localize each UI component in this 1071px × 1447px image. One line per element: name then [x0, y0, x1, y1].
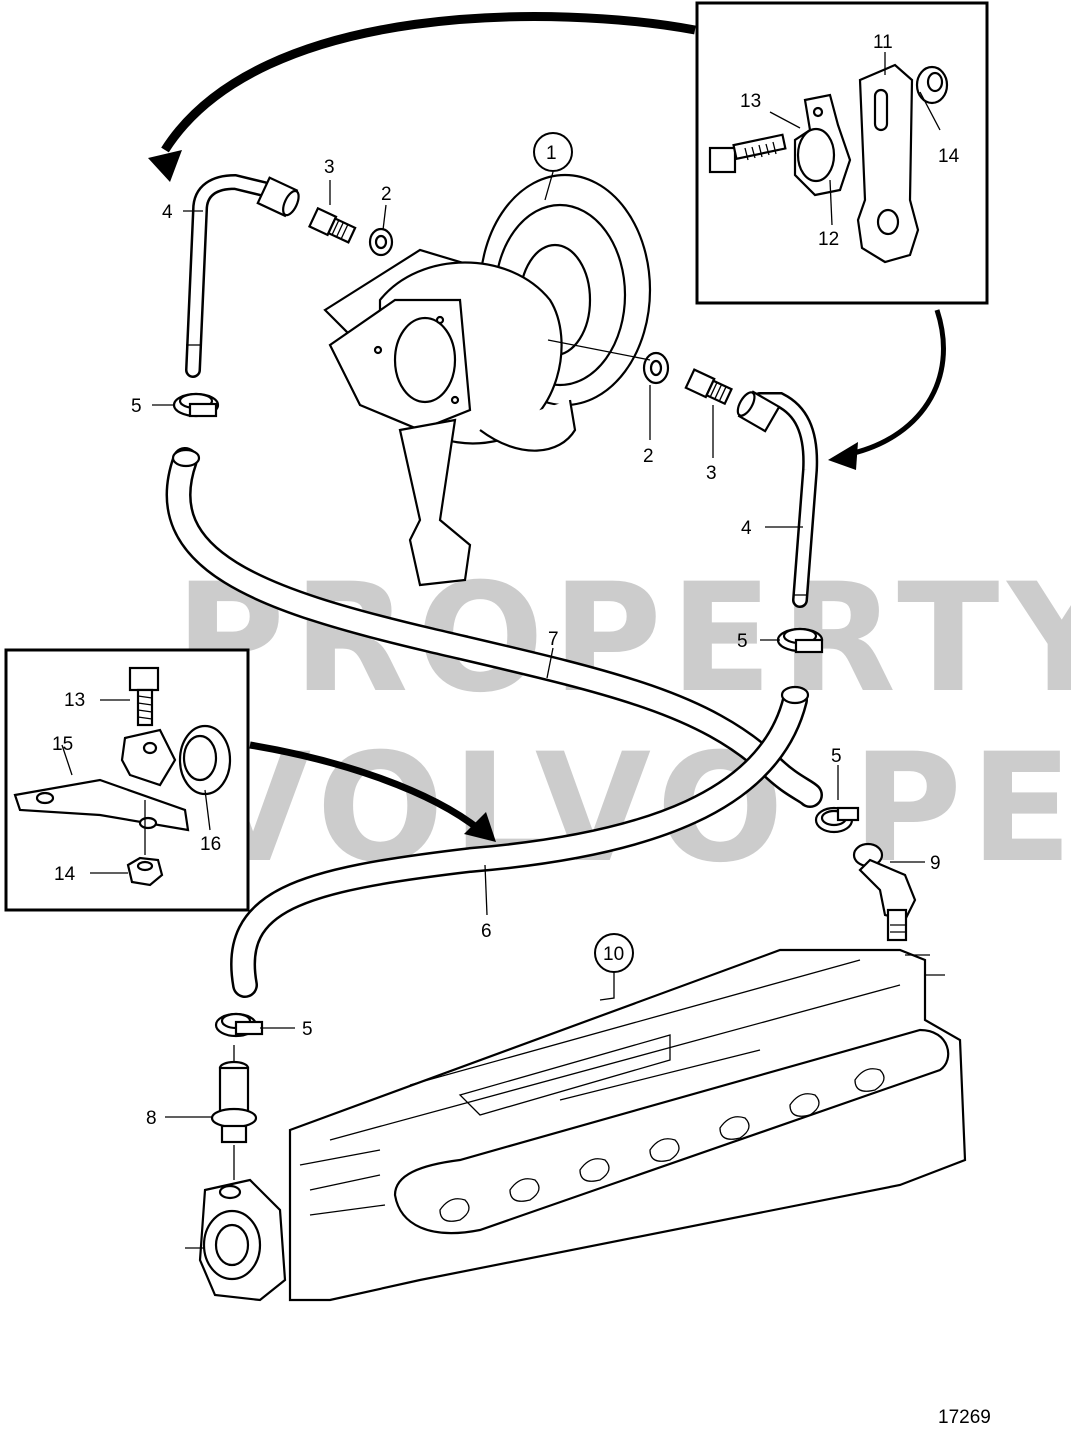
turbocharger	[323, 173, 652, 587]
inset-top-right: 13 11 14 12	[695, 1, 989, 305]
callout-4-right: 4	[741, 518, 752, 539]
fittings-right	[642, 351, 733, 406]
nipple-8	[210, 1045, 258, 1180]
callout-9: 9	[930, 853, 941, 874]
clamp-mid-right	[814, 806, 860, 834]
callout-10: 10	[603, 944, 624, 965]
callout-5-upper-right: 5	[737, 631, 748, 652]
watermark: PROPERTY OF VOLVO PENTA	[175, 552, 1071, 896]
callout-3-right: 3	[706, 463, 717, 484]
watermark-line2: VOLVO PENTA	[195, 722, 1071, 896]
nut-14-left	[126, 856, 164, 887]
callout-13-top: 13	[740, 91, 761, 112]
callout-1: 1	[546, 143, 557, 164]
callout-labels: 1 2 3 4 5 2 3 4 5 7 5 9 6 10 5 8	[131, 143, 941, 1129]
clamp-lower-left	[214, 1012, 264, 1038]
nut-14-top	[915, 65, 949, 105]
callout-11: 11	[873, 32, 893, 53]
exhaust-manifold	[185, 948, 967, 1302]
callout-14-left: 14	[54, 864, 76, 885]
callout-2-right: 2	[643, 446, 654, 467]
elbow-9	[852, 842, 917, 942]
screw-13-left	[128, 666, 160, 727]
callout-2-left: 2	[381, 184, 392, 205]
fittings-left	[307, 206, 394, 257]
callout-4-left: 4	[162, 202, 173, 223]
pipe-4-left	[185, 173, 300, 378]
leader-lines	[152, 171, 925, 1118]
callout-16: 16	[200, 834, 221, 855]
callout-14-top: 14	[938, 146, 960, 167]
clamp-12	[793, 93, 852, 197]
callout-7: 7	[548, 629, 559, 650]
callout-5-mid-right: 5	[831, 746, 842, 767]
screw-13-top	[708, 133, 787, 174]
hose-6	[230, 685, 810, 998]
callout-5-lower-left: 5	[302, 1019, 313, 1040]
callout-13-left: 13	[64, 690, 85, 711]
clamp-upper-left	[172, 392, 220, 418]
pipe-4-right	[736, 390, 819, 608]
direction-arrows	[148, 12, 946, 842]
callout-8: 8	[146, 1108, 157, 1129]
callout-3-left: 3	[324, 157, 335, 178]
inset-left: 13 15 16 14	[4, 648, 250, 912]
callout-5-upper-left: 5	[131, 396, 142, 417]
callout-12: 12	[818, 229, 839, 250]
callout-15: 15	[52, 734, 73, 755]
figure-number: 17269	[938, 1407, 991, 1428]
clamp-upper-right	[776, 627, 824, 654]
callout-6: 6	[481, 921, 492, 942]
bracket-11	[856, 63, 920, 264]
